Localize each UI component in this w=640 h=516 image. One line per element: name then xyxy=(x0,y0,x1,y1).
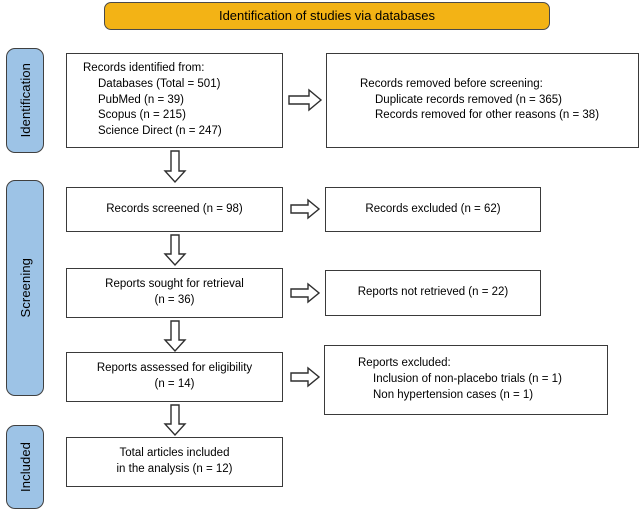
box-reports-excluded: Reports excluded: Inclusion of non-place… xyxy=(324,345,608,415)
box-line: Non hypertension cases (n = 1) xyxy=(373,388,534,401)
box-line: Total articles included xyxy=(119,447,230,460)
right-arrow-icon xyxy=(290,366,321,388)
box-line: Reports not retrieved (n = 22) xyxy=(357,286,509,299)
box-line: Records excluded (n = 62) xyxy=(365,202,501,215)
box-line: Records screened (n = 98) xyxy=(106,202,243,215)
box-line: Databases (Total = 501) xyxy=(98,77,221,90)
box-records-excluded: Records excluded (n = 62) xyxy=(325,187,541,232)
box-records-identified: Records identified from: Databases (Tota… xyxy=(66,53,283,148)
box-line: Records removed before screening: xyxy=(360,77,543,90)
down-arrow-icon xyxy=(163,150,187,184)
down-arrow-icon xyxy=(163,320,187,353)
stage-tab-label: Identification xyxy=(17,63,33,138)
box-reports-sought: Reports sought for retrieval (n = 36) xyxy=(66,268,283,318)
box-line: Duplicate records removed (n = 365) xyxy=(375,93,562,106)
stage-tab-included: Included xyxy=(6,425,44,509)
box-records-screened: Records screened (n = 98) xyxy=(66,187,283,232)
box-line: Records removed for other reasons (n = 3… xyxy=(375,109,600,122)
box-line: Records identified from: xyxy=(83,61,205,74)
right-arrow-icon xyxy=(288,88,323,112)
right-arrow-icon xyxy=(290,282,321,304)
box-reports-assessed: Reports assessed for eligibility (n = 14… xyxy=(66,352,283,402)
right-arrow-icon xyxy=(290,198,321,220)
diagram-title-banner: Identification of studies via databases xyxy=(104,2,550,30)
box-line: Science Direct (n = 247) xyxy=(98,125,222,138)
stage-tab-identification: Identification xyxy=(6,48,44,153)
box-line: Reports sought for retrieval xyxy=(105,278,244,291)
page-title: Identification of studies via databases xyxy=(218,7,436,23)
box-total-included: Total articles included in the analysis … xyxy=(66,437,283,487)
box-line: Reports assessed for eligibility xyxy=(96,362,253,375)
box-line: Reports excluded: xyxy=(358,357,451,370)
down-arrow-icon xyxy=(163,404,187,437)
box-line: Scopus (n = 215) xyxy=(98,109,186,122)
box-line: in the analysis (n = 12) xyxy=(116,463,233,475)
box-line: (n = 14) xyxy=(154,378,195,390)
down-arrow-icon xyxy=(163,234,187,267)
box-reports-not-retrieved: Reports not retrieved (n = 22) xyxy=(325,270,541,316)
box-line: Inclusion of non-placebo trials (n = 1) xyxy=(373,373,562,386)
box-line: PubMed (n = 39) xyxy=(98,93,184,106)
stage-tab-screening: Screening xyxy=(6,180,44,396)
box-records-removed: Records removed before screening: Duplic… xyxy=(326,53,639,148)
stage-tab-label: Screening xyxy=(17,258,33,318)
box-line: (n = 36) xyxy=(154,294,195,306)
stage-tab-label: Included xyxy=(17,442,33,492)
